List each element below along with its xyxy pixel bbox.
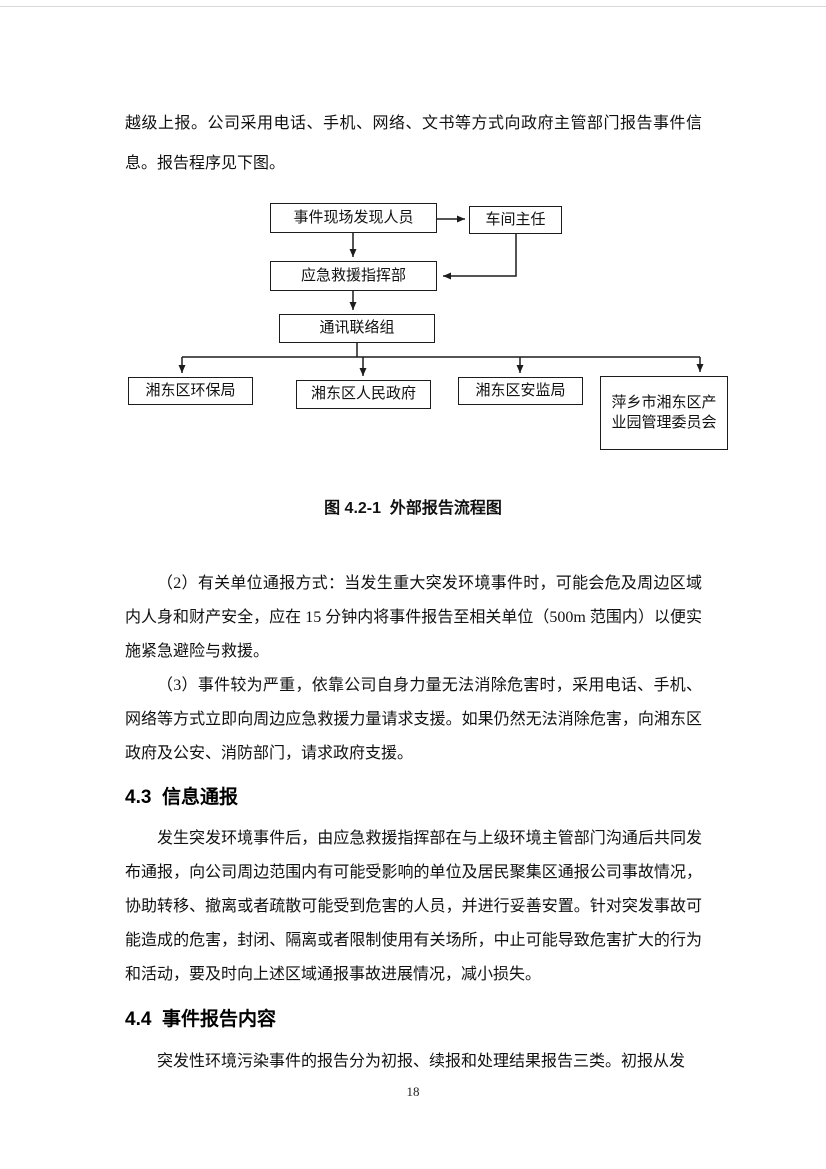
flow-node-epb: 湘东区环保局 — [128, 377, 253, 405]
flow-node-industry-park-committee: 萍乡市湘东区产业园管理委员会 — [600, 376, 728, 450]
page-top-edge — [0, 6, 826, 7]
flow-node-safety-supervision: 湘东区安监局 — [458, 377, 583, 405]
flow-node-workshop-director: 车间主任 — [469, 206, 562, 234]
flow-node-people-government: 湘东区人民政府 — [296, 380, 431, 409]
page-number: 18 — [406, 1084, 420, 1099]
arrow-director-to-command — [443, 234, 517, 280]
section-4-4-body: 突发性环境污染事件的报告分为初报、续报和处理结果报告三类。初报从发 — [157, 1053, 686, 1070]
figure-caption: 图 4.2-1 外部报告流程图 — [324, 500, 502, 517]
intro-paragraph: 越级上报。公司采用电话、手机、网络、文书等方式向政府主管部门报告事件信息。报告程… — [125, 115, 702, 172]
flow-node-communication-team: 通讯联络组 — [279, 314, 435, 343]
external-report-flowchart: 事件现场发现人员 车间主任 应急救援指挥部 通讯联络组 湘东区环保局 湘东区人民… — [0, 195, 826, 460]
flow-node-emergency-command: 应急救援指挥部 — [270, 261, 437, 291]
section-4-3-body: 发生突发环境事件后，由应急救援指挥部在与上级环境主管部门沟通后共同发布通报，向公… — [125, 830, 702, 983]
section-4-4-heading: 4.4 事件报告内容 — [125, 1008, 276, 1030]
flow-node-site-discoverer: 事件现场发现人员 — [270, 203, 437, 233]
paragraph-3: （3）事件较为严重，依靠公司自身力量无法消除危害时，采用电话、手机、网络等方式立… — [125, 677, 702, 762]
section-4-3-heading: 4.3 信息通报 — [125, 786, 238, 808]
flowchart-connectors — [178, 215, 704, 376]
paragraph-2: （2）有关单位通报方式：当发生重大突发环境事件时，可能会危及周边区域内人身和财产… — [125, 575, 702, 660]
